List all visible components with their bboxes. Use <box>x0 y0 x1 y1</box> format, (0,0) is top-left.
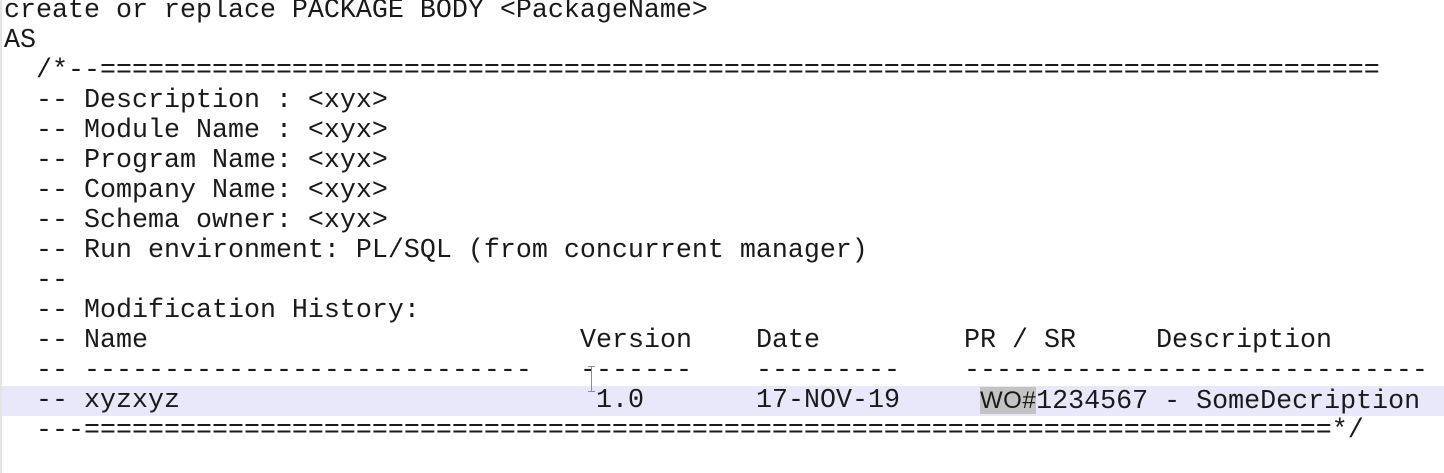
header-name: -- Name <box>36 326 148 356</box>
header-pr-sr: PR / SR <box>964 326 1076 356</box>
code-line-9[interactable]: -- Run environment: PL/SQL (from concurr… <box>4 236 868 266</box>
row-name: -- xyzxyz <box>36 386 180 416</box>
header-version: Version <box>580 326 692 356</box>
row-reference: WO#1234567 - SomeDecription <box>980 386 1420 417</box>
code-line-4[interactable]: -- Description : <xyx> <box>4 86 388 116</box>
history-separator-row[interactable]: -- ---------------------------- ------- … <box>2 356 1444 386</box>
code-lines: create or replace PACKAGE BODY <PackageN… <box>2 0 1444 446</box>
code-line-2[interactable]: AS <box>4 26 36 56</box>
row-date: 17-NOV-19 <box>756 386 900 416</box>
code-line-8[interactable]: -- Schema owner: <xyx> <box>4 206 388 236</box>
row-version: 1.0 <box>596 386 644 416</box>
separator-description: ----------------------------- <box>964 356 1428 386</box>
code-line-7[interactable]: -- Company Name: <xyx> <box>4 176 388 206</box>
code-line-11[interactable]: -- Modification History: <box>4 296 420 326</box>
history-data-row[interactable]: -- xyzxyz 1.0 17-NOV-19 WO#1234567 - Som… <box>2 386 1444 417</box>
code-line-6[interactable]: -- Program Name: <xyx> <box>4 146 388 176</box>
header-description: Description <box>1156 326 1332 356</box>
header-date: Date <box>756 326 820 356</box>
code-line-5[interactable]: -- Module Name : <xyx> <box>4 116 388 146</box>
code-line-15[interactable]: ---=====================================… <box>4 416 1364 446</box>
separator-version: ------- <box>580 356 692 386</box>
separator-date: --------- <box>756 356 900 386</box>
separator-name: -- ---------------------------- <box>36 356 532 386</box>
code-line-3[interactable]: /*--====================================… <box>4 56 1380 86</box>
row-reference-rest: 1234567 - SomeDecription <box>1036 387 1421 417</box>
code-line-1[interactable]: create or replace PACKAGE BODY <PackageN… <box>4 0 708 26</box>
history-header-row[interactable]: -- Name Version Date PR / SR Description <box>2 326 1444 356</box>
selected-text[interactable]: WO# <box>980 387 1037 414</box>
code-line-10[interactable]: -- <box>4 266 68 296</box>
